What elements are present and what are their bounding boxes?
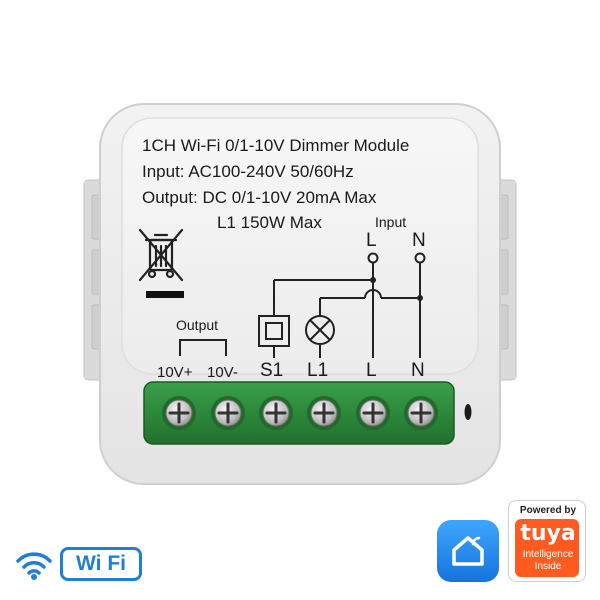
wifi-badge-text: Wi Fi (76, 552, 126, 575)
input-label: Input (375, 214, 407, 230)
screw-terminal-icon (211, 396, 245, 430)
wiring-diagram (179, 252, 426, 358)
inside-text: Inside (534, 561, 562, 572)
powered-by-tuya-badge: Powered by tuya Intelligence Inside (508, 500, 586, 582)
terminal-label-l1: L1 (307, 360, 329, 381)
output-label: Output (176, 317, 219, 333)
weee-bin-icon (138, 228, 184, 282)
load-spec: L1 150W Max (217, 213, 322, 232)
tuya-logo-text: tuya (520, 521, 576, 546)
terminal-label-10v-minus: 10V- (207, 364, 238, 381)
screw-terminal-icon (259, 396, 293, 430)
tuya-logo-block (515, 519, 579, 577)
intelligence-text: Intelligence (522, 549, 574, 560)
terminal-label-n: N (411, 360, 425, 381)
terminal-label-10v-plus: 10V+ (157, 364, 193, 381)
smart-home-app-icon (437, 520, 499, 582)
wifi-badge: Wi Fi (60, 547, 142, 581)
weee-bar (146, 291, 184, 298)
input-n-label: N (412, 230, 426, 251)
screw-terminal-icon (162, 396, 196, 430)
junction-dot (370, 277, 376, 283)
module-title: 1CH Wi-Fi 0/1-10V Dimmer Module (142, 136, 410, 155)
output-spec: Output: DC 0/1-10V 20mA Max (142, 188, 377, 207)
screw-terminal-icon (356, 396, 390, 430)
screw-terminals (162, 396, 438, 430)
terminal-label-s1: S1 (260, 360, 284, 381)
wifi-icon (16, 552, 52, 580)
junction-dot (417, 295, 423, 301)
label-panel (121, 117, 479, 375)
powered-by-text: Powered by (519, 505, 577, 516)
screw-terminal-icon (404, 396, 438, 430)
input-spec: Input: AC100-240V 50/60Hz (142, 162, 354, 181)
screw-terminal-icon (307, 396, 341, 430)
input-l-label: L (366, 230, 377, 251)
terminal-label-l: L (366, 360, 377, 381)
indicator-led (464, 404, 472, 420)
